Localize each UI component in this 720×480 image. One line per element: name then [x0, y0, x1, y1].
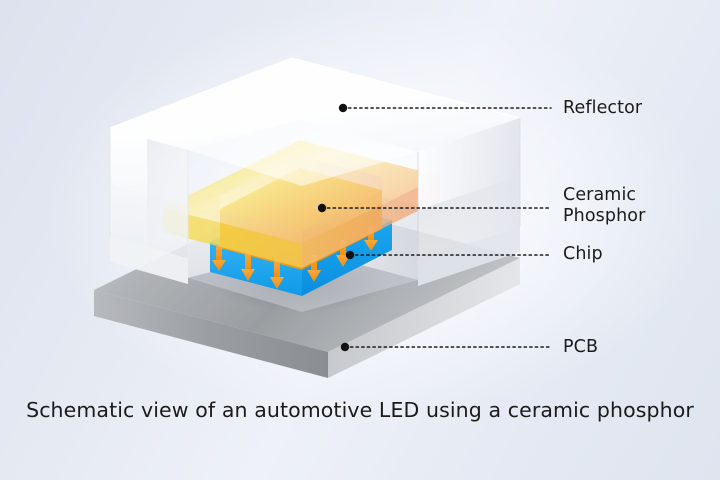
pcb-front-right-face: [328, 258, 520, 378]
emission-arrows-group: [212, 226, 378, 289]
label-ceramic-phosphor-line2: Phosphor: [563, 206, 646, 226]
label-ceramic-phosphor-line1: Ceramic: [563, 185, 637, 205]
label-reflector: Reflector: [563, 98, 643, 118]
reflector-top-edge-highlight: [291, 57, 521, 119]
label-pcb: PCB: [563, 337, 599, 357]
reflector-top-left-edge-highlight: [109, 57, 293, 129]
pcb-front-left-face: [94, 290, 328, 378]
leader-dots-group: [317, 103, 355, 352]
reflector-left-leg-front: [110, 236, 188, 284]
phosphor-top-face: [163, 140, 440, 244]
emission-arrow: [241, 253, 255, 281]
reflector-right-shadow: [418, 176, 520, 260]
phosphor-front-right-edge: [302, 176, 440, 268]
label-chip: Chip: [563, 244, 603, 264]
reflector-layer: [109, 57, 521, 286]
reflector-inner-shade-left: [147, 139, 188, 258]
emission-arrow: [212, 246, 226, 271]
phosphor-front-left-edge: [163, 208, 302, 268]
leader-dot-chip: [345, 250, 355, 260]
reflector-right-leg-front: [418, 226, 520, 286]
leader-dot-ceramic-phosphor: [317, 203, 327, 213]
reflector-top-inner: [188, 120, 418, 186]
leader-dot-pcb: [340, 342, 350, 352]
figure-caption: Schematic view of an automotive LED usin…: [26, 398, 694, 422]
reflector-top-back-wing: [110, 58, 520, 152]
leader-dot-reflector: [338, 103, 348, 113]
emission-arrow: [270, 261, 284, 289]
leader-lines-group: [321, 107, 552, 348]
